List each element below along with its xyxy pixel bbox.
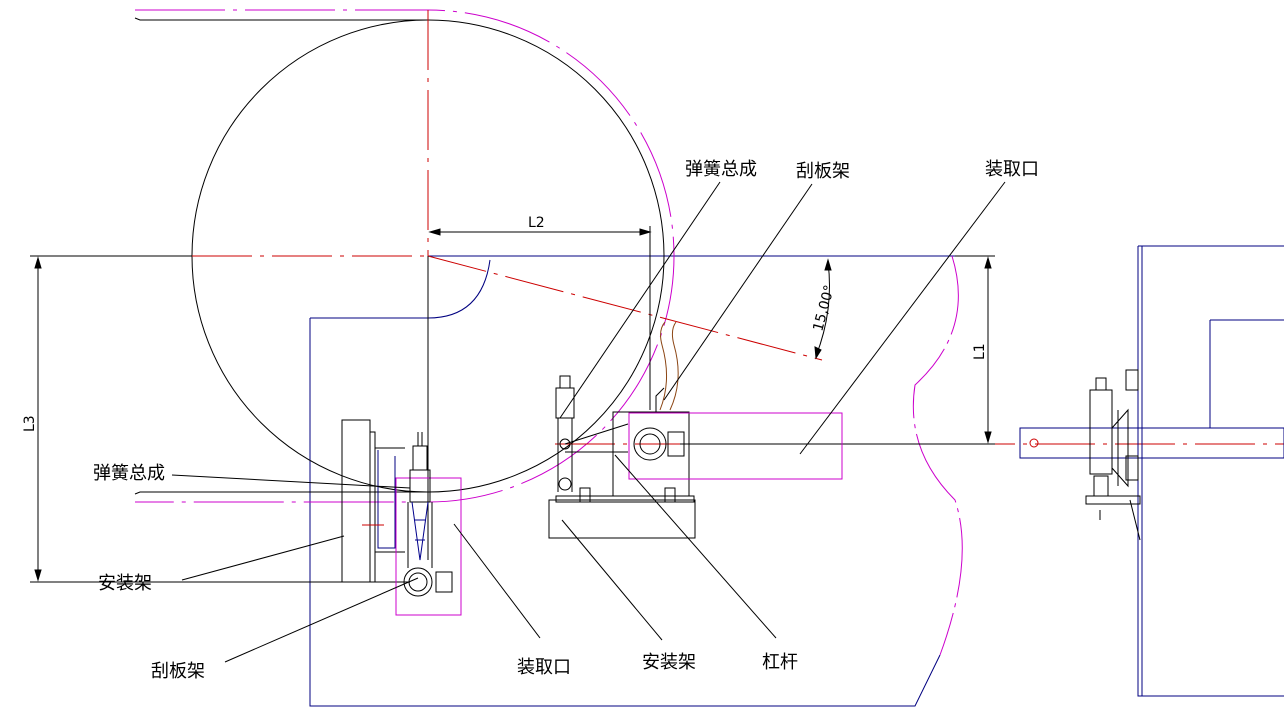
middle-clamp-ring [633, 427, 667, 461]
middle-scraper-assembly [548, 321, 843, 539]
dimension-l2-label: L2 [528, 215, 545, 231]
label-spring-assembly-right: 弹簧总成 [685, 159, 757, 180]
left-clamp-ring [403, 567, 433, 597]
left-spring [411, 501, 429, 561]
left-access-port-box [395, 477, 462, 616]
label-mounting-bracket-left: 安装架 [98, 573, 152, 594]
belt-top-edge [134, 17, 428, 21]
dimension-l3-label: L3 [22, 415, 38, 432]
dimension-angle-label: 15,00° [810, 283, 838, 333]
dimension-l3 [30, 255, 410, 583]
middle-hose [659, 321, 679, 411]
housing-outline [309, 255, 955, 707]
dimension-l1-label: L1 [972, 343, 988, 360]
label-scraper-frame-right: 刮板架 [796, 161, 850, 182]
label-lever: 杠杆 [762, 652, 798, 673]
right-shaft [1019, 427, 1284, 459]
dimension-l2 [428, 226, 652, 410]
label-scraper-frame-left: 刮板架 [151, 661, 205, 682]
housing-break-line [912, 255, 963, 656]
belt-bottom-edge [134, 491, 428, 495]
right-side-view [1019, 245, 1284, 697]
left-mounting-plate [341, 419, 371, 583]
left-scraper-assembly [341, 419, 462, 616]
label-access-port-bottom: 装取口 [517, 657, 571, 678]
middle-spring-body [555, 387, 575, 419]
leader-lines [171, 181, 1006, 663]
label-spring-assembly-left: 弹簧总成 [93, 463, 165, 484]
belt-line [135, 9, 675, 503]
middle-access-port-box [628, 412, 843, 480]
dimension-l1 [680, 255, 995, 445]
dimension-angle [814, 258, 832, 360]
label-mounting-bracket-bottom: 安装架 [642, 652, 696, 673]
middle-base-plate [548, 499, 696, 539]
label-access-port-right: 装取口 [985, 159, 1039, 180]
